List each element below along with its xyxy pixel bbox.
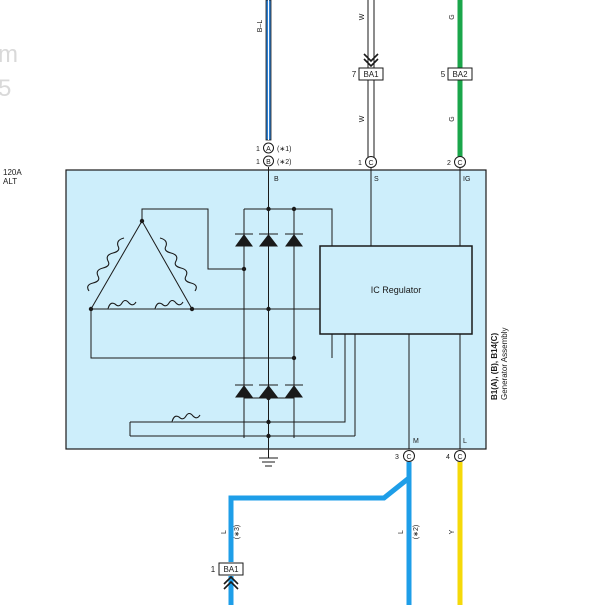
junction-num-ba2-top: 5 (441, 70, 446, 79)
wire-code-g-mid: G (449, 116, 456, 121)
pin-letter-c1: C (368, 160, 373, 167)
pin-letter-c3: C (406, 454, 411, 461)
pin-c2: C 2 (447, 156, 466, 168)
pin-note-a1: (∗1) (277, 146, 291, 153)
pin-c4: C 4 (446, 450, 466, 462)
pin-num-c3: 3 (395, 454, 399, 461)
junction-dots (88, 206, 297, 439)
wire-code-w-top: W (359, 13, 366, 20)
pin-letter-c4: C (457, 454, 462, 461)
pin-num-c4: 4 (446, 454, 450, 461)
junction-num-ba1-top: 7 (352, 70, 357, 79)
pin-letter-c2: C (457, 160, 462, 167)
pin-a1: A 1 (∗1) (256, 142, 291, 154)
alt-label: ALT (3, 177, 17, 186)
wire-code-y: Y (449, 529, 456, 534)
wire-code-g-top: G (449, 14, 456, 19)
pin-b1: B 1 (∗2) (256, 155, 291, 167)
wire-code-l-right: L (398, 530, 405, 534)
pin-letter-b1: B (266, 159, 271, 166)
watermark-line1: m (0, 41, 18, 68)
pin-c1: C 1 (358, 156, 377, 168)
wire-code-l-left: L (221, 530, 228, 534)
terminal-ig: IG (463, 176, 470, 183)
pin-note-b1: (∗2) (277, 159, 291, 166)
terminal-m: M (413, 438, 419, 445)
connector-codes-label: B1(A), (B), B14(C) (490, 333, 499, 400)
junction-ba1-bottom: BA1 1 (211, 562, 244, 576)
junction-label-ba2-top: BA2 (452, 70, 468, 79)
ic-regulator: IC Regulator (319, 245, 473, 335)
watermark-line2: 5 (0, 75, 11, 102)
terminal-s: S (374, 176, 379, 183)
generator-assembly-label: Generator Assembly (500, 328, 509, 400)
junction-label-ba1-top: BA1 (363, 70, 379, 79)
pin-num-b1: 1 (256, 159, 260, 166)
rating-label: 120A (3, 168, 22, 177)
terminal-l: L (463, 438, 467, 445)
wire-code-bl: B–L (257, 20, 264, 33)
wire-b-l (265, 0, 272, 141)
pin-num-c2: 2 (447, 160, 451, 167)
wire-code-w-mid: W (359, 115, 366, 122)
junction-num-ba1-bottom: 1 (211, 565, 216, 574)
junction-ba1-top: BA1 7 (352, 67, 384, 81)
pin-num-a1: 1 (256, 146, 260, 153)
terminal-b: B (274, 176, 279, 183)
wire-note-star3: (∗3) (234, 525, 241, 539)
pin-c3: C 3 (395, 450, 415, 462)
wire-note-star2: (∗2) (413, 525, 420, 539)
pin-letter-a1: A (266, 146, 271, 153)
rectifier-diodes (235, 233, 303, 398)
wire-l (223, 462, 412, 605)
wire-w (363, 0, 379, 157)
stator-coils (87, 237, 201, 423)
junction-ba2-top: BA2 5 (441, 67, 473, 81)
pin-num-c1: 1 (358, 160, 362, 167)
junction-label-ba1-bottom: BA1 (223, 565, 239, 574)
ic-regulator-label: IC Regulator (371, 285, 422, 295)
